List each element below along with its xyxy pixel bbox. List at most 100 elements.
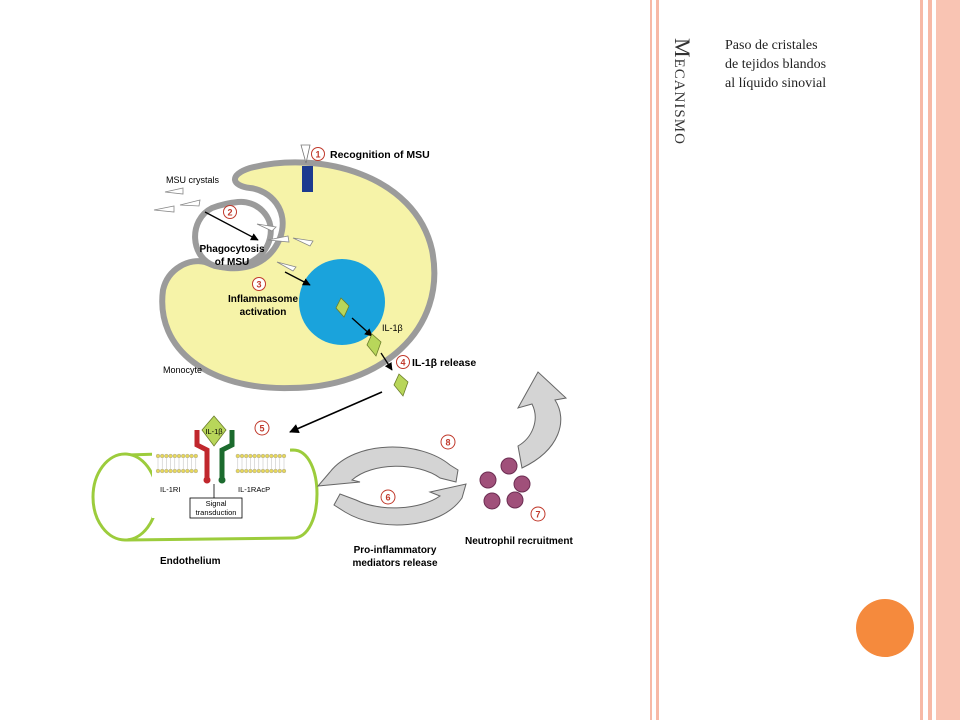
il1racp-receptor-base: [218, 476, 226, 484]
msu-crystal: [179, 199, 201, 207]
lipid-head: [252, 453, 257, 459]
lipid-head: [185, 468, 190, 474]
svg-text:7: 7: [535, 510, 540, 520]
msu-crystal: [276, 261, 297, 272]
msu-crystal: [256, 223, 277, 232]
lipid-head: [164, 468, 169, 474]
step-6-marker: 6: [380, 489, 396, 505]
step-1-marker: 1: [311, 147, 325, 161]
curved-up-arrow: [516, 371, 568, 469]
phagocytic-cup: [192, 198, 274, 271]
neutrophil: [479, 471, 497, 489]
lipid-head: [281, 468, 287, 474]
lipid-head: [189, 468, 194, 474]
lipid-head: [269, 468, 274, 474]
monocyte-cell: [159, 159, 438, 392]
mechanism-diagram: 1 2 3 4 Recognition of MSU MSU crystals …: [91, 144, 573, 569]
neutrophil: [500, 457, 518, 475]
arrow-il1b-exit: [351, 317, 373, 337]
lipid-head: [248, 453, 253, 459]
lipid-bilayer: [155, 453, 287, 474]
il1b-molecule-released: [393, 373, 409, 397]
lipid-head: [155, 468, 161, 474]
step-3-marker: 3: [252, 277, 266, 291]
stripe-thin-left-2: [656, 0, 659, 720]
lipid-head: [172, 453, 177, 459]
lipid-head: [281, 453, 287, 459]
lipid-head: [181, 468, 186, 474]
msu-crystal: [164, 187, 184, 195]
step-4-marker: 4: [396, 355, 410, 369]
lipid-head: [256, 468, 261, 474]
stripe-wide-right: [936, 0, 960, 720]
lipid-head: [181, 453, 186, 459]
neutrophils: [479, 457, 531, 510]
label-recognition: Recognition of MSU: [330, 149, 430, 161]
arrow-to-endothelium: [289, 391, 383, 433]
membrane-receptor: [302, 166, 313, 192]
il1ri-receptor: [194, 430, 210, 478]
side-note-line-1: Paso de cristales: [725, 38, 818, 53]
lipid-head: [160, 468, 165, 474]
label-inflammasome-2: activation: [240, 307, 287, 318]
label-pro-inflammatory-1: Pro-inflammatory: [354, 545, 437, 556]
lipid-head: [172, 468, 177, 474]
arrow-inflammasome: [284, 271, 311, 286]
slide-title-text: Mecanismo: [670, 38, 695, 145]
lipid-head: [269, 453, 274, 459]
slide-title: Mecanismo: [670, 38, 695, 145]
msu-crystal: [267, 235, 290, 243]
label-monocyte: Monocyte: [163, 365, 202, 375]
lipid-head: [168, 468, 173, 474]
lipid-head: [277, 453, 282, 459]
step-7-marker: 7: [530, 506, 546, 522]
step-8-marker: 8: [440, 434, 456, 450]
stripe-thin-left-1: [650, 0, 652, 720]
label-il1ri: IL-1RI: [160, 485, 180, 494]
lipid-head: [155, 453, 161, 459]
lipid-head: [235, 468, 240, 474]
svg-text:1: 1: [315, 150, 320, 160]
label-signal-2: transduction: [196, 508, 237, 517]
lipid-head: [273, 453, 278, 459]
lipid-head: [176, 453, 182, 459]
il1b-molecule-nucleus: [335, 297, 350, 318]
side-note-line-3: al líquido sinovial: [725, 76, 827, 91]
cycle-arrow-bottom: [333, 483, 467, 526]
lipid-head: [164, 453, 169, 459]
lipid-head: [239, 453, 245, 459]
label-phagocytosis-2: of MSU: [215, 257, 249, 268]
label-il1b-bound: IL-1β: [205, 427, 223, 436]
svg-text:3: 3: [256, 280, 261, 290]
step-5-marker: 5: [254, 420, 270, 436]
label-msu-crystals: MSU crystals: [166, 175, 220, 185]
il1ri-receptor-base: [203, 476, 211, 484]
il1racp-receptor: [219, 430, 235, 478]
label-il1b: IL-1β: [382, 323, 403, 333]
neutrophil: [513, 475, 531, 493]
lipid-head: [244, 453, 249, 459]
label-inflammasome-1: Inflammasome: [228, 294, 298, 305]
lipid-head: [273, 468, 278, 474]
msu-crystals: [153, 187, 314, 272]
svg-text:2: 2: [227, 208, 232, 218]
svg-text:6: 6: [385, 493, 390, 503]
lipid-head: [176, 468, 182, 474]
label-endothelium: Endothelium: [160, 556, 221, 567]
label-signal-1: Signal: [206, 499, 227, 508]
cycle-arrow-top: [316, 446, 459, 487]
msu-crystal: [292, 237, 314, 247]
orange-circle-decoration: [856, 599, 914, 657]
svg-text:8: 8: [445, 438, 450, 448]
step-2-marker: 2: [223, 205, 237, 219]
lipid-head: [260, 468, 266, 474]
label-il1racp: IL-1RAcP: [238, 485, 270, 494]
lipid-head: [244, 468, 249, 474]
lipid-head: [277, 468, 282, 474]
lipid-head: [160, 453, 165, 459]
lipid-head: [235, 453, 240, 459]
msu-crystal: [153, 205, 175, 213]
side-note: Paso de cristales de tejidos blandos al …: [725, 36, 905, 93]
lipid-head: [189, 453, 194, 459]
arrow-il1b-release: [380, 352, 393, 371]
